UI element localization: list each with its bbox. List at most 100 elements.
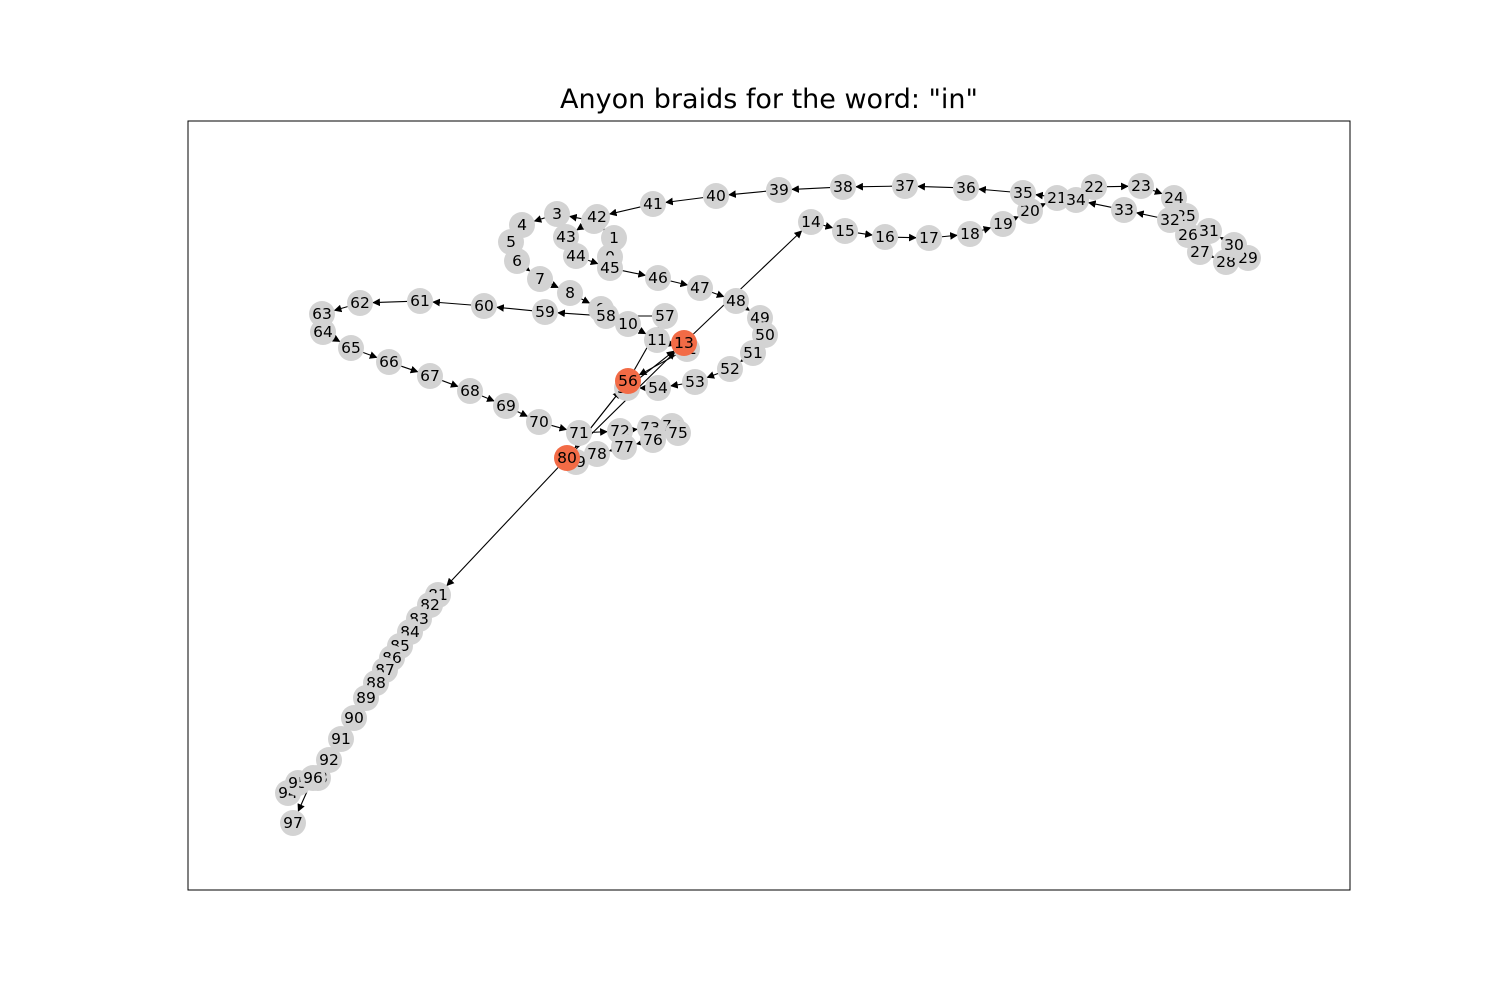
node-label: 14 <box>801 213 821 231</box>
node-23: 23 <box>1128 173 1154 199</box>
edge-15-16 <box>857 230 873 238</box>
node-label: 78 <box>587 445 607 463</box>
node-label: 32 <box>1160 211 1180 229</box>
node-marker <box>645 375 671 401</box>
node-30: 30 <box>1221 232 1247 258</box>
edge-12-56 <box>638 354 676 376</box>
node-15: 15 <box>832 218 858 244</box>
node-3: 3 <box>544 201 570 227</box>
node-label: 77 <box>614 438 634 456</box>
node-label: 46 <box>648 269 668 287</box>
node-label: 66 <box>379 353 399 371</box>
node-label: 68 <box>460 382 480 400</box>
node-marker <box>740 340 766 366</box>
node-label: 10 <box>618 315 638 333</box>
node-61: 61 <box>407 288 433 314</box>
node-marker <box>798 209 824 235</box>
node-label: 19 <box>993 215 1013 233</box>
node-57: 57 <box>652 303 678 329</box>
node-label: 3 <box>552 205 562 223</box>
node-64: 64 <box>310 319 336 345</box>
edge-14-15 <box>822 222 834 230</box>
chart-title: Anyon braids for the word: "in" <box>560 84 978 115</box>
node-7: 7 <box>527 266 553 292</box>
node-46: 46 <box>645 265 671 291</box>
node-label: 47 <box>690 279 710 297</box>
edge-33-34 <box>1087 200 1112 208</box>
node-marker <box>723 288 749 314</box>
node-label: 6 <box>512 252 522 270</box>
node-label: 13 <box>674 334 694 352</box>
node-marker <box>957 221 983 247</box>
node-marker <box>640 191 666 217</box>
node-marker <box>376 349 402 375</box>
node-54: 54 <box>645 375 671 401</box>
node-label: 97 <box>283 814 303 832</box>
node-label: 39 <box>769 181 789 199</box>
node-label: 67 <box>420 367 440 385</box>
node-label: 38 <box>833 178 853 196</box>
node-marker <box>338 335 364 361</box>
node-label: 63 <box>312 305 332 323</box>
node-label: 96 <box>303 769 323 787</box>
node-marker <box>544 201 570 227</box>
node-70: 70 <box>526 409 552 435</box>
node-marker <box>1063 187 1089 213</box>
node-label: 23 <box>1131 177 1151 195</box>
node-marker <box>471 293 497 319</box>
edge-46-47 <box>670 279 689 288</box>
edge-35-36 <box>978 185 1011 194</box>
node-69: 69 <box>493 393 519 419</box>
node-label: 24 <box>1164 189 1184 207</box>
node-56: 56 <box>615 368 641 394</box>
node-marker <box>493 393 519 419</box>
edge-65-66 <box>363 351 378 359</box>
node-marker <box>457 378 483 404</box>
node-label: 76 <box>643 431 663 449</box>
edge-58-59 <box>557 309 594 318</box>
node-marker <box>687 275 713 301</box>
node-marker <box>990 211 1016 237</box>
node-marker <box>766 177 792 203</box>
edge-71-72 <box>591 428 608 436</box>
node-marker <box>615 311 641 337</box>
node-31: 31 <box>1196 218 1222 244</box>
edge-59-60 <box>496 304 533 312</box>
node-18: 18 <box>957 221 983 247</box>
node-label: 7 <box>535 270 545 288</box>
node-marker <box>417 363 443 389</box>
node-32: 32 <box>1157 207 1183 233</box>
node-label: 45 <box>600 259 620 277</box>
node-label: 18 <box>960 225 980 243</box>
node-48: 48 <box>723 288 749 314</box>
node-label: 61 <box>410 292 430 310</box>
node-label: 70 <box>529 413 549 431</box>
node-marker <box>892 173 918 199</box>
node-33: 33 <box>1111 197 1137 223</box>
edge-2-3 <box>569 213 582 222</box>
node-47: 47 <box>687 275 713 301</box>
node-11: 11 <box>644 327 670 353</box>
node-label: 56 <box>618 372 638 390</box>
node-marker <box>1128 173 1154 199</box>
node-marker <box>566 420 592 446</box>
node-66: 66 <box>376 349 402 375</box>
node-label: 43 <box>556 228 576 246</box>
node-marker <box>532 299 558 325</box>
node-marker <box>652 303 678 329</box>
edge-8-9 <box>580 296 591 304</box>
edge-70-71 <box>551 424 568 432</box>
node-68: 68 <box>457 378 483 404</box>
edge-68-69 <box>481 394 495 402</box>
node-marker <box>640 427 666 453</box>
node-marker <box>644 327 670 353</box>
node-label: 51 <box>743 344 763 362</box>
node-label: 35 <box>1013 184 1033 202</box>
node-marker <box>597 255 623 281</box>
node-marker <box>300 765 326 791</box>
node-label: 53 <box>685 373 705 391</box>
edge-52-53 <box>706 371 719 379</box>
edge-60-61 <box>432 298 472 307</box>
node-label: 92 <box>319 751 339 769</box>
node-marker <box>328 726 354 752</box>
